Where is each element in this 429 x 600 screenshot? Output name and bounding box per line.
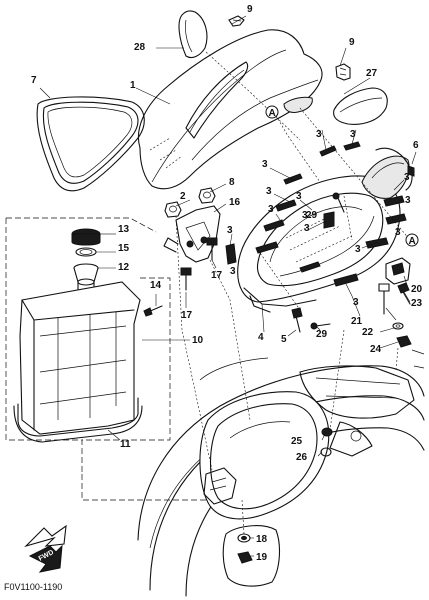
callout-3-n: 3	[302, 210, 308, 221]
callout-12: 12	[118, 262, 130, 273]
part-22-washer	[392, 322, 404, 330]
part-20-latch	[385, 257, 411, 285]
callout-29-upper: 29	[306, 210, 318, 221]
callout-3-d: 3	[266, 186, 272, 197]
callout-25: 25	[291, 436, 303, 447]
callout-16: 16	[229, 197, 241, 208]
part-16-hinge-bracket	[163, 205, 221, 263]
callout-17-right: 17	[211, 270, 223, 281]
callout-8: 8	[229, 177, 235, 188]
part-25-grommet	[321, 427, 333, 437]
callout-19: 19	[256, 552, 268, 563]
part-27-side-pad	[333, 87, 388, 125]
part-23-bolt	[397, 282, 411, 305]
callout-3-o: 3	[395, 227, 401, 238]
diagram-code: F0V1100-1190	[4, 582, 62, 592]
svg-text:A: A	[409, 236, 416, 247]
callout-7: 7	[31, 75, 37, 86]
callout-18: 18	[256, 534, 268, 545]
callout-3-b: 3	[350, 129, 356, 140]
part-2-grommet	[164, 201, 182, 218]
callout-28: 28	[134, 42, 146, 53]
svg-text:A: A	[269, 108, 276, 119]
hull-deck	[137, 349, 425, 597]
reference-mark-a-deck: A	[405, 233, 419, 247]
part-26-clip	[320, 447, 332, 457]
callout-3-f: 3	[227, 225, 233, 236]
part-17-bolt-left	[180, 267, 192, 291]
callout-29-lower: 29	[316, 329, 328, 340]
callout-11: 11	[120, 439, 131, 450]
part-14-screw	[143, 305, 163, 317]
part-9-clip-right	[335, 63, 351, 81]
callout-4: 4	[258, 332, 264, 343]
callout-9-right: 9	[349, 37, 355, 48]
callout-3-a: 3	[316, 129, 322, 140]
part-1-hood-cover	[138, 29, 323, 190]
callout-9-top: 9	[247, 4, 253, 15]
callout-2: 2	[180, 191, 186, 202]
callout-14: 14	[150, 280, 162, 291]
part-17-bolt-right	[206, 237, 218, 261]
part-29-screw-upper	[332, 192, 345, 213]
callout-24: 24	[370, 344, 382, 355]
callout-13b: 13	[118, 224, 130, 235]
leader-lines	[39, 15, 417, 557]
callout-6: 6	[413, 140, 419, 151]
callout-3-c: 3	[262, 159, 268, 170]
callout-21: 21	[351, 316, 363, 327]
callout-numbers: 28 9 9 1 7 27 2 8 16 17 17 13 15 12 14 1…	[31, 4, 423, 563]
part-13-cap	[71, 228, 101, 246]
part-19-nut	[237, 551, 253, 564]
callout-26: 26	[296, 452, 308, 463]
part-21-screw	[378, 283, 390, 315]
part-3-label-pads	[225, 141, 407, 287]
part-5-screw	[291, 307, 303, 333]
callout-3-l: 3	[355, 244, 361, 255]
part-15-ring	[75, 247, 97, 257]
part-6-cable	[375, 147, 415, 191]
callout-3-j: 3	[404, 172, 410, 183]
callout-3-g: 3	[230, 266, 236, 277]
part-8-grommet	[198, 187, 216, 204]
callout-27: 27	[366, 68, 378, 79]
reference-mark-a-hood: A	[265, 105, 279, 119]
callout-15: 15	[118, 243, 130, 254]
callout-3-k: 3	[405, 195, 411, 206]
callout-10: 10	[192, 335, 204, 346]
callout-5: 5	[281, 334, 287, 345]
part-7-gasket	[36, 96, 145, 192]
callout-3-m: 3	[353, 297, 359, 308]
callout-3-h: 3	[296, 191, 302, 202]
callout-20: 20	[411, 284, 423, 295]
callout-1: 1	[130, 80, 136, 91]
part-24-nut	[396, 335, 412, 348]
callout-3-e: 3	[268, 204, 274, 215]
callout-23: 23	[411, 298, 423, 309]
part-9-clip-top	[228, 15, 245, 27]
part-28-pad	[178, 10, 208, 59]
leader-11	[107, 429, 121, 441]
part-10-bin	[13, 281, 143, 443]
part-29-screw-lower	[310, 322, 331, 330]
callout-22: 22	[362, 327, 374, 338]
callout-17-left: 17	[181, 310, 193, 321]
callout-3-i: 3	[304, 223, 310, 234]
fwd-arrow-icon: FWD	[24, 524, 67, 573]
